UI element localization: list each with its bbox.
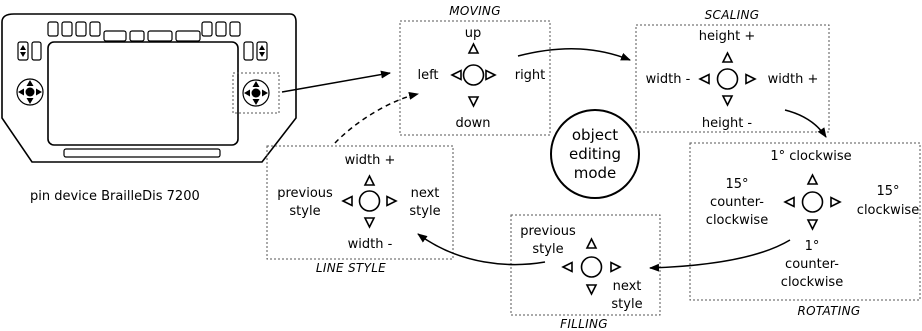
center-line-3: mode: [574, 164, 617, 182]
filling-prev-label-2: style: [532, 242, 563, 257]
filling-prev-label-1: previous: [520, 224, 576, 239]
arrow-rotating-to-filling: [649, 239, 791, 272]
braille-device: pin device BrailleDis 7200: [1, 13, 297, 204]
scaling-dpad-icon: [698, 51, 757, 107]
line-style-right-label-1: next: [411, 186, 440, 201]
rotating-left-label-2: counter-: [710, 195, 764, 210]
arrow-line-style-to-moving: [334, 91, 419, 144]
moving-right-label: right: [515, 68, 546, 83]
center-line-1: object: [572, 126, 618, 144]
device-left-keys: [17, 41, 42, 61]
line-style-left-label-2: style: [289, 204, 320, 219]
device-braille-bar: [63, 148, 221, 158]
filling-title: FILLING: [560, 317, 608, 331]
rotating-down-label-3: clockwise: [781, 275, 843, 290]
scaling-up-label: height +: [699, 29, 755, 44]
moving-title: MOVING: [449, 4, 501, 18]
rotating-left-label-3: clockwise: [706, 213, 768, 228]
line-style-down-label: width -: [348, 237, 393, 252]
device-top-keys: [47, 21, 241, 42]
moving-panel: MOVING up down left right: [399, 4, 551, 136]
device-right-keys: [243, 41, 268, 61]
rotating-right-label-2: clockwise: [857, 203, 919, 218]
line-style-up-label: width +: [345, 153, 396, 168]
line-style-dpad-icon: [341, 174, 398, 229]
rotating-up-label: 1° clockwise: [770, 149, 851, 164]
scaling-right-label: width +: [768, 72, 819, 87]
moving-down-label: down: [455, 116, 490, 131]
rotating-left-label-1: 15°: [725, 177, 748, 192]
line-style-right-label-2: style: [409, 204, 440, 219]
arrow-device-to-moving: [281, 70, 391, 93]
filling-next-label-1: next: [613, 279, 642, 294]
line-style-panel: LINE STYLE width + width - previous styl…: [266, 145, 454, 275]
scaling-title: SCALING: [705, 8, 760, 22]
arrow-scaling-to-rotating: [784, 109, 827, 138]
rotating-dpad-icon: [783, 173, 842, 231]
moving-up-label: up: [465, 26, 482, 41]
line-style-title: LINE STYLE: [316, 261, 386, 275]
arrow-moving-to-scaling: [517, 48, 631, 61]
scaling-down-label: height -: [702, 116, 753, 131]
rotating-down-label-2: counter-: [785, 257, 839, 272]
device-screen: [47, 41, 239, 146]
rotating-title: ROTATING: [798, 304, 861, 318]
scaling-left-label: width -: [646, 72, 691, 87]
filling-dpad-icon: [561, 237, 622, 296]
rotating-panel: ROTATING 1° clockwise 1° counter- clockw…: [689, 142, 921, 318]
filling-panel: FILLING previous style next style: [510, 214, 661, 331]
filling-next-label-2: style: [611, 297, 642, 312]
center-mode-node: object editing mode: [550, 109, 640, 199]
arrow-filling-to-line-style: [417, 233, 546, 266]
rotating-right-label-1: 15°: [876, 184, 899, 199]
device-left-navpad-icon: [16, 78, 44, 106]
rotating-down-label-1: 1°: [805, 239, 820, 254]
device-right-navpad-icon: [232, 72, 280, 114]
device-caption: pin device BrailleDis 7200: [30, 189, 200, 204]
moving-dpad-icon: [450, 42, 497, 108]
scaling-panel: SCALING height + height - width - width …: [635, 8, 830, 133]
line-style-left-label-1: previous: [277, 186, 333, 201]
center-line-2: editing: [569, 145, 621, 163]
moving-left-label: left: [417, 68, 438, 83]
